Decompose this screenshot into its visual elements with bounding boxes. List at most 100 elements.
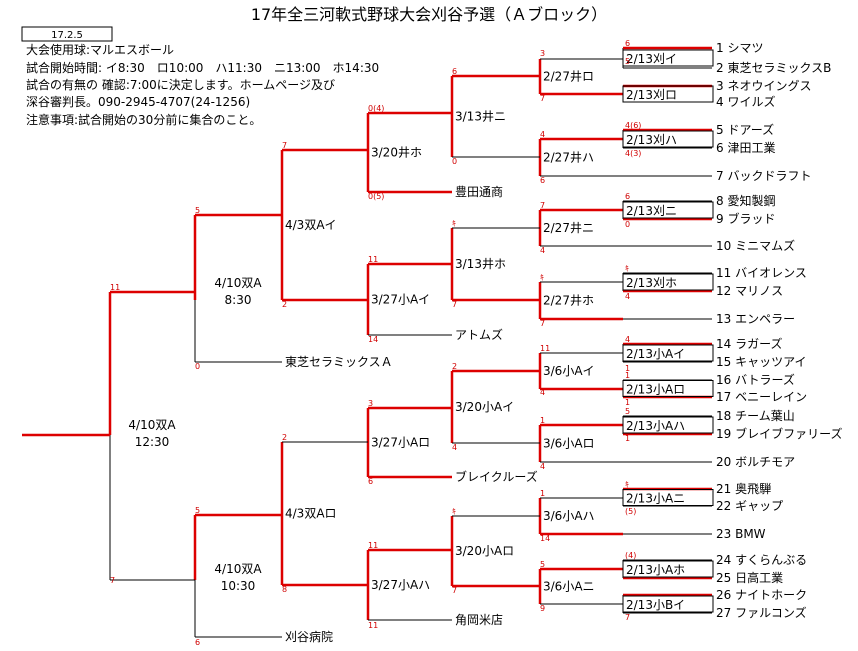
- score-r3: 2: [452, 362, 457, 371]
- score-r6: 6: [195, 638, 200, 647]
- score-r1: ｷ: [625, 480, 629, 489]
- score-r1: (4): [625, 551, 636, 560]
- score-r1: 7: [625, 613, 630, 622]
- match-label: 3/20小Aロ: [455, 544, 514, 558]
- score-r4: 14: [368, 335, 378, 344]
- match-label: 2/27井ホ: [543, 294, 594, 308]
- seed-team-name: ブレイクルーズ: [455, 469, 538, 484]
- score-r1: ｷ: [625, 264, 629, 273]
- score-final: 7: [110, 576, 115, 585]
- team-name: 24 すくらんぶる: [716, 553, 807, 567]
- score-r4: 11: [368, 541, 378, 550]
- match-label: 2/13小Aホ: [626, 563, 685, 577]
- score-r1: 4: [625, 335, 630, 344]
- match-label: 4/10双A: [128, 418, 176, 432]
- match-label: 4/10双A: [214, 276, 262, 290]
- score-r1: 1: [625, 398, 630, 407]
- score-r2: 4: [540, 462, 545, 471]
- score-r3: 6: [452, 67, 457, 76]
- score-r1: 5: [625, 57, 630, 66]
- team-name: 6 津田工業: [716, 141, 775, 155]
- match-box: [622, 273, 714, 291]
- info-contact: 深谷審判長。090-2945-4707(24-1256): [26, 94, 250, 109]
- match-box: [622, 380, 714, 397]
- score-r2: 11: [540, 344, 550, 353]
- score-r1: 4(3): [625, 149, 641, 158]
- match-label: 3/6小Aハ: [543, 509, 595, 523]
- match-time: 12:30: [135, 435, 170, 449]
- score-r2: 14: [540, 534, 550, 543]
- team-name: 21 奥飛騨: [716, 481, 771, 496]
- score-r1: 6: [625, 39, 630, 48]
- match-label: 2/13刈ロ: [626, 88, 677, 102]
- match-label: 3/6小Aニ: [543, 580, 595, 594]
- team-name: 9 ブラッド: [716, 211, 775, 226]
- team-name: 5 ドアーズ: [716, 122, 774, 137]
- seed-team-name: 角岡米店: [455, 613, 503, 627]
- score-r1: (5): [625, 507, 636, 516]
- match-label: 2/27井ニ: [543, 221, 594, 235]
- score-r5: 7: [282, 141, 287, 150]
- match-box: [622, 560, 714, 578]
- score-r1: 1: [625, 364, 630, 373]
- score-final: 11: [110, 283, 120, 292]
- score-r6: 5: [195, 506, 200, 515]
- match-label: 4/10双A: [214, 562, 262, 576]
- match-label: 3/27小Aハ: [371, 578, 430, 592]
- team-name: 20 ボルチモア: [716, 455, 795, 469]
- team-name: 26 ナイトホーク: [716, 588, 807, 602]
- score-r4: 0(4): [368, 104, 384, 113]
- match-box: [622, 130, 714, 148]
- team-name: 14 ラガーズ: [716, 336, 782, 351]
- score-r3: ｷ: [452, 507, 456, 516]
- team-name: 1 シマツ: [716, 41, 763, 55]
- match-label: 3/27小Aイ: [371, 293, 430, 307]
- score-r2: 5: [540, 560, 545, 569]
- team-name: 10 ミニマムズ: [716, 238, 795, 253]
- team-name: 15 キャッツアイ: [716, 355, 807, 369]
- score-r4: 6: [368, 477, 373, 486]
- score-r1: 0: [625, 220, 630, 229]
- team-name: 12 マリノス: [716, 284, 783, 298]
- team-name: 17 ベニーレイン: [716, 390, 807, 404]
- info-start-times: 試合開始時間: イ8:30 ロ10:00 ハ11:30 ニ13:00 ホ14:3…: [26, 60, 379, 75]
- seed-team-name: 豊田通商: [455, 184, 503, 199]
- info-notice: 注意事項:試合開始の30分前に集合のこと。: [26, 112, 261, 127]
- score-r2: 7: [540, 94, 545, 103]
- match-label: 2/13刈ホ: [626, 276, 677, 290]
- match-label: 2/13刈イ: [626, 52, 677, 66]
- match-time: 10:30: [221, 579, 256, 593]
- team-name: 11 バイオレンス: [716, 266, 807, 280]
- match-label: 3/6小Aイ: [543, 364, 595, 378]
- match-box: [622, 489, 714, 506]
- score-r6: 0: [195, 362, 200, 371]
- team-name: 13 エンペラー: [716, 312, 795, 326]
- match-label: 2/13小Aハ: [626, 419, 685, 433]
- team-name: 22 ギャップ: [716, 499, 783, 513]
- match-label: 2/13小Aイ: [626, 347, 685, 361]
- match-label: 2/13刈ニ: [626, 204, 677, 218]
- score-r3: 4: [452, 443, 457, 452]
- match-label: 2/13小Aニ: [626, 492, 685, 506]
- team-name: 4 ワイルズ: [716, 94, 775, 109]
- score-r1: 1: [625, 371, 630, 380]
- team-name: 16 バトラーズ: [716, 372, 795, 387]
- team-name: 25 日高工業: [716, 570, 783, 585]
- bracket-lines: [22, 46, 712, 638]
- score-r2: 6: [540, 176, 545, 185]
- match-label: 3/20小Aイ: [455, 400, 514, 414]
- match-box: [622, 595, 714, 613]
- score-r2: 4: [540, 246, 545, 255]
- score-r2: 9: [540, 604, 545, 613]
- team-name: 8 愛知製鋼: [716, 194, 775, 208]
- info-confirm: 試合の有無の 確認:7:00に決定します。ホームページ及び: [26, 77, 335, 92]
- score-r1: 5: [625, 407, 630, 416]
- team-name: 23 BMW: [716, 527, 766, 541]
- score-r5: 2: [282, 433, 287, 442]
- score-r4: 11: [368, 255, 378, 264]
- match-box: [622, 344, 714, 362]
- score-r3: 0: [452, 157, 457, 166]
- match-time: 8:30: [225, 293, 252, 307]
- match-label: 2/13小Bイ: [626, 598, 685, 612]
- score-r3: ｷ: [452, 219, 456, 228]
